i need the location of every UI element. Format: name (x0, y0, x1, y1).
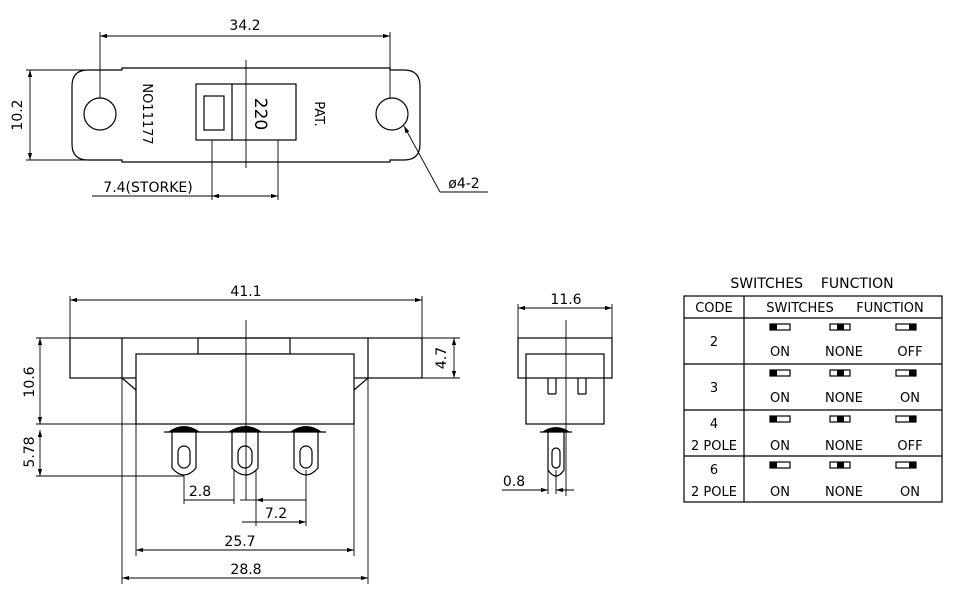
dim-front-flange: 4.7 (434, 347, 450, 369)
row-code: 2 (710, 335, 718, 350)
dim-front-width: 41.1 (230, 284, 261, 300)
row-code-pole: 2 POLE (691, 485, 737, 500)
header-function: FUNCTION (856, 301, 924, 316)
table-row: 6 2 POLE ON NONE ON (691, 461, 920, 500)
header-switches: SWITCHES (766, 301, 833, 316)
table-title: SWITCHES FUNCTION (730, 276, 893, 292)
function-table: SWITCHES FUNCTION CODE SWITCHES FUNCTION… (683, 276, 943, 503)
front-terminals (164, 426, 326, 476)
row-s1: ON (770, 345, 790, 360)
slider-knob (203, 95, 225, 131)
top-text-number: NO11177 (139, 83, 154, 144)
table-row: 3 ON NONE ON (710, 369, 920, 406)
side-body (525, 353, 605, 425)
dim-front-pin-length: 5.78 (22, 436, 38, 467)
row-s1: ON (770, 391, 790, 406)
row-s3: OFF (897, 439, 922, 454)
top-text-voltage: 220 (250, 98, 270, 130)
front-slider (197, 337, 291, 355)
side-flange (517, 337, 613, 379)
top-view-outline (71, 67, 421, 163)
dim-top-length: 34.2 (229, 18, 260, 34)
side-view: 11.6 0.8 (502, 292, 613, 496)
row-s3: OFF (897, 345, 922, 360)
dim-front-base-width: 28.8 (230, 562, 261, 578)
row-code: 4 (710, 417, 718, 432)
row-code-pole: 2 POLE (691, 439, 737, 454)
row-code: 3 (710, 381, 718, 396)
row-s2: NONE (825, 391, 863, 406)
row-s2: NONE (825, 345, 863, 360)
header-code: CODE (695, 301, 733, 316)
dim-front-body-width: 25.7 (224, 534, 255, 550)
front-view: 41.1 4.7 10.6 5.78 2.8 7.2 25.7 (22, 284, 460, 584)
row-s2: NONE (825, 485, 863, 500)
dim-top-height: 10.2 (10, 99, 26, 130)
row-s3: ON (900, 485, 920, 500)
dim-top-stroke: 7.4(STORKE) (103, 180, 192, 196)
front-body (135, 353, 355, 425)
mounting-hole-left (83, 97, 117, 131)
top-view: NO11177 220 PAT. 34.2 10.2 7.4(STORKE) ø… (10, 18, 488, 200)
row-s3: ON (900, 391, 920, 406)
table-row: 4 2 POLE ON NONE OFF (691, 415, 923, 454)
row-s1: ON (770, 485, 790, 500)
dim-front-body-height: 10.6 (22, 366, 38, 397)
dim-front-pin-offset: 2.8 (189, 484, 211, 500)
dim-top-hole: ø4-2 (448, 176, 479, 192)
mounting-hole-right (375, 97, 409, 131)
row-code: 6 (710, 463, 718, 478)
dim-side-width: 11.6 (550, 292, 581, 308)
table-row: 2 ON NONE OFF (710, 323, 923, 360)
top-text-pat: PAT. (311, 101, 326, 126)
dim-side-pin: 0.8 (503, 474, 525, 490)
row-s2: NONE (825, 439, 863, 454)
row-s1: ON (770, 439, 790, 454)
dim-front-pin-pitch: 7.2 (265, 506, 287, 522)
